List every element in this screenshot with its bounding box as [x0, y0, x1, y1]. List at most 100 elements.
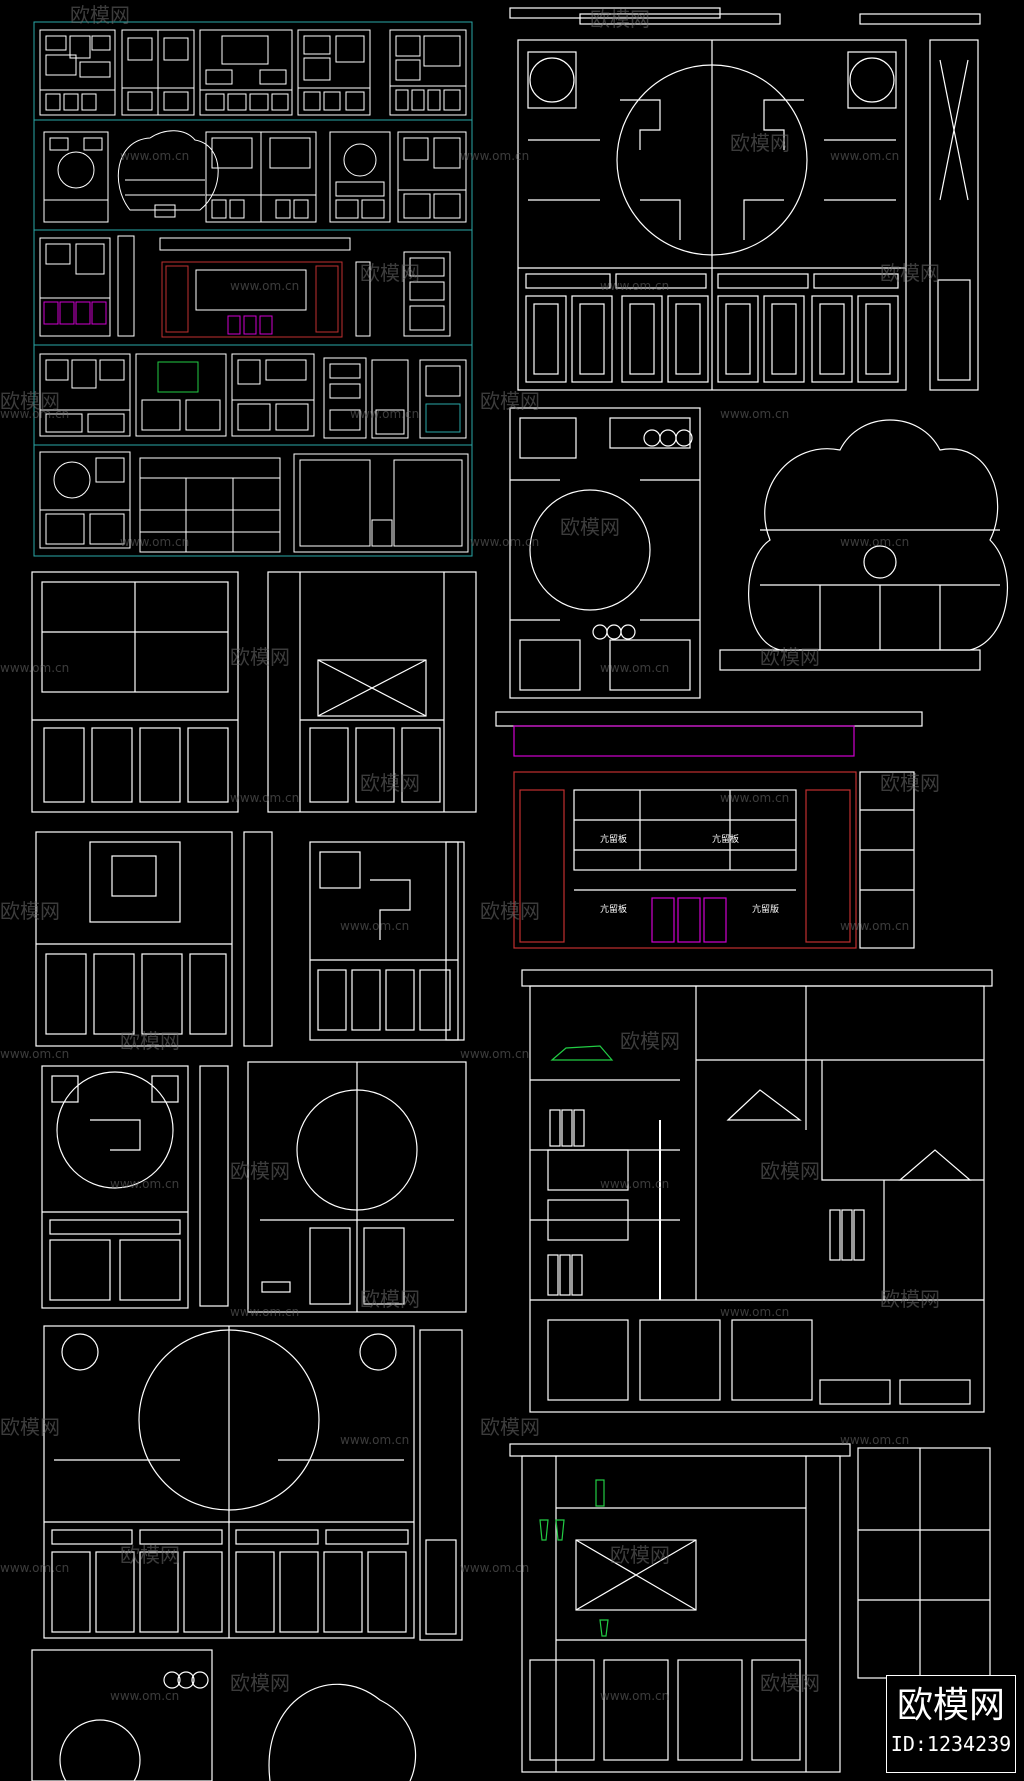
watermark-site: www.om.cn [840, 535, 909, 549]
watermark-site: www.om.cn [720, 1305, 789, 1319]
watermark-brand: 欧模网 [480, 899, 540, 923]
watermark-brand: 欧模网 [610, 1543, 670, 1567]
watermark-site: www.om.cn [840, 1433, 909, 1447]
watermark-site: www.om.cn [230, 1305, 299, 1319]
watermark-brand: 欧模网 [730, 131, 790, 155]
thumb-cabinet-18 [419, 359, 467, 439]
elevation-left-5 [41, 1065, 229, 1309]
watermark-brand: 欧模网 [230, 1159, 290, 1183]
watermark-brand: 欧模网 [620, 1029, 680, 1053]
watermark-brand: 欧模网 [0, 1415, 60, 1439]
elevation-modern-display-cabinet [521, 969, 993, 1413]
watermark-site: www.om.cn [600, 1177, 669, 1191]
thumb-cabinet-19 [39, 451, 131, 549]
thumb-cabinet-13 [39, 353, 131, 437]
brand-badge: 欧模网 ID:1234239 [886, 1675, 1016, 1773]
thumb-cabinet-20 [139, 457, 281, 553]
watermark-site: www.om.cn [470, 535, 539, 549]
thumb-wall-unit-2 [293, 453, 469, 553]
watermark-site: www.om.cn [720, 407, 789, 421]
elevation-left-3 [35, 831, 273, 1047]
watermark-brand: 欧模网 [360, 261, 420, 285]
watermark-layer: 欧模网 欧模网 欧模网 欧模网 欧模网 欧模网 欧模网 欧模网 欧模网 欧模网 … [0, 3, 940, 1703]
watermark-brand: 欧模网 [590, 7, 650, 31]
watermark-site: www.om.cn [110, 1689, 179, 1703]
watermark-brand: 欧模网 [760, 645, 820, 669]
thumb-cabinet-4 [297, 29, 371, 116]
watermark-site: www.om.cn [0, 1561, 69, 1575]
thumb-cabinet-2 [121, 29, 195, 116]
watermark-brand: 欧模网 [360, 1287, 420, 1311]
watermark-brand: 欧模网 [120, 1029, 180, 1053]
elevation-left-1 [31, 571, 239, 813]
watermark-brand: 欧模网 [0, 389, 60, 413]
brand-badge-name: 欧模网 [896, 1685, 1005, 1726]
elevation-wine-cabinet [509, 1443, 991, 1773]
thumb-cabinet-10 [397, 131, 467, 223]
thumb-cabinet-3 [199, 29, 293, 116]
brand-badge-id: ID:1234239 [890, 1732, 1012, 1756]
watermark-brand: 欧模网 [480, 1415, 540, 1439]
watermark-site: www.om.cn [460, 1047, 529, 1061]
watermark-brand: 欧模网 [480, 389, 540, 413]
thumb-cabinet-11 [39, 237, 111, 337]
elevation-left-8 [31, 1649, 417, 1781]
watermark-brand: 欧模网 [880, 261, 940, 285]
watermark-site: www.om.cn [460, 1561, 529, 1575]
shelf-tag-1: 亢留板 [600, 833, 627, 845]
elevation-left-2 [267, 571, 477, 813]
elevation-moon-gate-cabinet [509, 7, 981, 391]
watermark-site: www.om.cn [840, 919, 909, 933]
shelf-tag-4: 亢留版 [752, 903, 779, 915]
elevation-chinese-wall-unit: 亢留板 亢留板 亢留板 亢留版 [495, 711, 923, 949]
watermark-brand: 欧模网 [230, 645, 290, 669]
thumb-wall-unit-1 [159, 237, 351, 338]
watermark-site: www.om.cn [230, 279, 299, 293]
thumb-cabinet-7 [117, 130, 219, 218]
watermark-site: www.om.cn [120, 149, 189, 163]
thumb-cabinet-9 [329, 131, 391, 223]
watermark-site: www.om.cn [230, 791, 299, 805]
watermark-site: www.om.cn [340, 919, 409, 933]
watermark-site: www.om.cn [350, 407, 419, 421]
watermark-site: www.om.cn [600, 661, 669, 675]
watermark-brand: 欧模网 [760, 1159, 820, 1183]
watermark-site: www.om.cn [460, 149, 529, 163]
thumb-cabinet-6 [43, 131, 109, 223]
thumb-cabinet-8 [205, 131, 317, 223]
watermark-brand: 欧模网 [360, 771, 420, 795]
thumb-cabinet-1 [39, 29, 116, 116]
watermark-site: www.om.cn [110, 1177, 179, 1191]
thumb-cabinet-17 [371, 359, 409, 439]
thumb-cabinet-14 [135, 353, 227, 437]
thumbnail-grid-panel [33, 21, 473, 557]
watermark-site: www.om.cn [120, 535, 189, 549]
elevation-round-display-cabinet [509, 407, 701, 699]
watermark-site: www.om.cn [600, 1689, 669, 1703]
watermark-site: www.om.cn [830, 149, 899, 163]
panel-frame [33, 21, 473, 557]
watermark-brand: 欧模网 [560, 515, 620, 539]
watermark-site: www.om.cn [0, 661, 69, 675]
elevation-plum-blossom-shelf [719, 419, 1009, 671]
watermark-site: www.om.cn [0, 1047, 69, 1061]
shelf-tag-3: 亢留板 [600, 903, 627, 915]
watermark-site: www.om.cn [720, 791, 789, 805]
elevation-left-7 [43, 1325, 463, 1641]
elevation-left-4 [309, 841, 465, 1041]
thumb-cabinet-16 [323, 357, 367, 439]
watermark-brand: 欧模网 [880, 1287, 940, 1311]
watermark-site: www.om.cn [600, 279, 669, 293]
watermark-brand: 欧模网 [0, 899, 60, 923]
watermark-brand: 欧模网 [760, 1671, 820, 1695]
shelf-tag-2: 亢留板 [712, 833, 739, 845]
thumb-cabinet-15 [231, 353, 315, 437]
watermark-brand: 欧模网 [880, 771, 940, 795]
watermark-brand: 欧模网 [230, 1671, 290, 1695]
watermark-site: www.om.cn [0, 407, 69, 421]
thumb-cabinet-12 [403, 251, 451, 337]
elevation-left-6 [247, 1061, 467, 1313]
watermark-site: www.om.cn [340, 1433, 409, 1447]
watermark-brand: 欧模网 [70, 3, 130, 27]
